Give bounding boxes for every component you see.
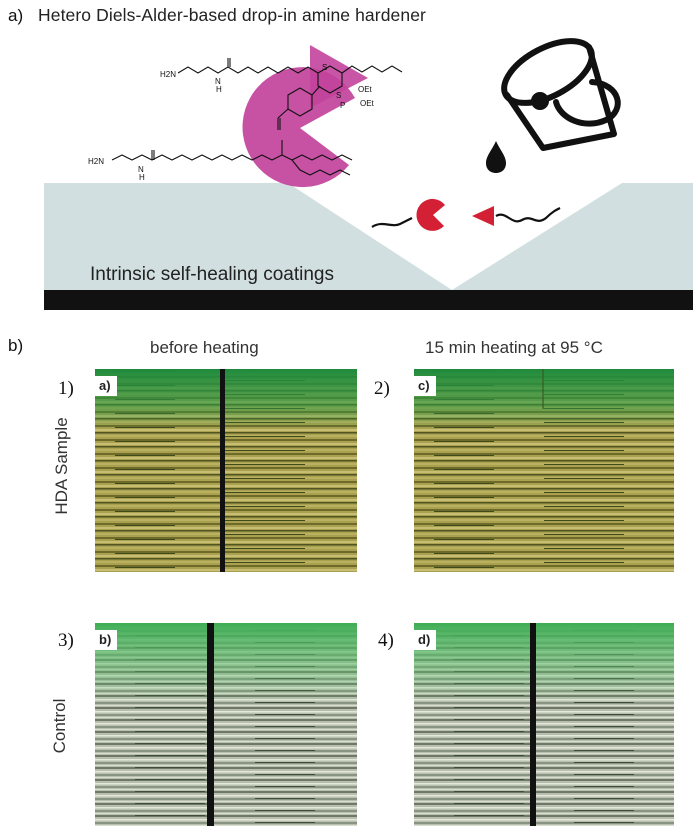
image-number-2: 2) bbox=[374, 378, 390, 399]
panel-b-label: b) bbox=[8, 336, 24, 355]
bucket-icon bbox=[501, 38, 621, 151]
micrograph-control-after bbox=[414, 623, 674, 826]
image-number-1: 1) bbox=[58, 378, 74, 399]
drop-icon bbox=[486, 141, 506, 173]
coating-layer bbox=[44, 183, 693, 292]
image-number-3: 3) bbox=[58, 630, 74, 651]
chem-p: P bbox=[340, 101, 345, 110]
chem-s-2: S bbox=[336, 91, 341, 100]
chem-h-bottom: H bbox=[139, 173, 145, 182]
chem-h-top: H bbox=[216, 85, 222, 94]
row-label-control: Control bbox=[50, 698, 69, 754]
squiggle-right bbox=[495, 207, 561, 223]
magenta-triangle bbox=[310, 45, 368, 108]
micrograph-hda-after bbox=[414, 369, 674, 572]
chem-nh-bottom: N bbox=[138, 165, 144, 174]
panel-a-title: Hetero Diels-Alder-based drop-in amine h… bbox=[38, 5, 426, 25]
image-sub-label-b: b) bbox=[95, 630, 118, 650]
chem-amine-bottom: H2N bbox=[88, 157, 104, 166]
chem-amine-top: H2N bbox=[160, 70, 176, 79]
substrate-bar bbox=[44, 290, 693, 310]
micrograph-hda-before bbox=[95, 369, 357, 572]
chem-oet-2: OEt bbox=[360, 99, 375, 108]
image-sub-label-c: c) bbox=[414, 376, 436, 396]
chem-nh-top: N bbox=[215, 77, 221, 86]
red-triangle bbox=[472, 206, 494, 226]
col-header-before: before heating bbox=[150, 338, 259, 357]
chem-s-1: S bbox=[322, 63, 327, 72]
chem-oet-1: OEt bbox=[358, 85, 373, 94]
row-label-hda: HDA Sample bbox=[52, 417, 71, 515]
red-pacman bbox=[416, 198, 445, 231]
image-number-4: 4) bbox=[378, 630, 394, 651]
coating-label: Intrinsic self-healing coatings bbox=[90, 264, 334, 285]
panel-a-label: a) bbox=[8, 6, 24, 25]
squiggle-left bbox=[371, 217, 413, 228]
micrograph-control-before bbox=[95, 623, 357, 826]
image-sub-label-d: d) bbox=[414, 630, 437, 650]
chem-structure bbox=[111, 58, 403, 176]
image-sub-label-a: a) bbox=[95, 376, 117, 396]
panel-a-illustration: H2N N H H2N N H OEt OEt S S P bbox=[44, 38, 693, 310]
col-header-after: 15 min heating at 95 °C bbox=[425, 338, 603, 357]
